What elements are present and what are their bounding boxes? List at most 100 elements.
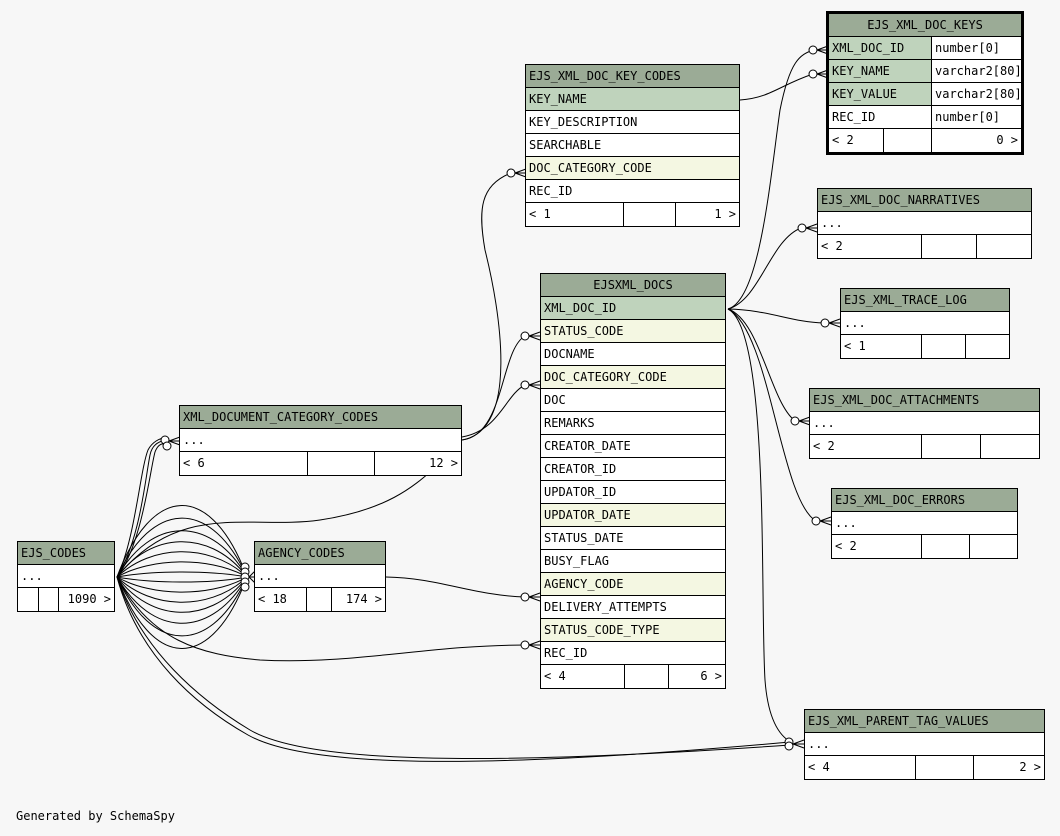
child-count[interactable]: 6 > xyxy=(700,669,722,683)
column-row[interactable]: ... xyxy=(810,412,1039,435)
parent-count[interactable]: < 4 xyxy=(805,756,916,779)
edge-end-circle xyxy=(820,318,830,328)
child-count[interactable]: 0 > xyxy=(996,133,1018,147)
footer-spacer xyxy=(922,535,970,558)
table-agency-codes[interactable]: AGENCY_CODES ... < 18 174 > xyxy=(254,541,386,612)
column-row[interactable]: REC_ID xyxy=(526,180,739,203)
table-ejs-xml-parent-tag-values[interactable]: EJS_XML_PARENT_TAG_VALUES ... < 4 2 > xyxy=(804,709,1045,780)
edge-end-circle xyxy=(520,380,530,390)
table-ejs-xml-doc-attachments[interactable]: EJS_XML_DOC_ATTACHMENTS ... < 2 xyxy=(809,388,1040,459)
edge-codes-to-agency xyxy=(116,571,244,578)
column-row[interactable]: DOC_CATEGORY_CODE xyxy=(541,366,725,389)
parent-count[interactable]: < 1 xyxy=(841,335,922,358)
column-row[interactable]: KEY_DESCRIPTION xyxy=(526,111,739,134)
table-ejs-xml-doc-key-codes[interactable]: EJS_XML_DOC_KEY_CODES KEY_NAME KEY_DESCR… xyxy=(525,64,740,227)
child-count[interactable] xyxy=(966,335,1009,358)
edge-codes-to-agency xyxy=(116,505,244,578)
table-ejs-codes[interactable]: EJS_CODES ... 1090 > xyxy=(17,541,115,612)
parent-count[interactable]: < 6 xyxy=(180,452,308,475)
table-ejs-xml-doc-errors[interactable]: EJS_XML_DOC_ERRORS ... < 2 xyxy=(831,488,1018,559)
column-row[interactable]: DOC xyxy=(541,389,725,412)
table-header[interactable]: EJS_XML_DOC_ERRORS xyxy=(832,489,1017,512)
parent-count[interactable]: < 2 xyxy=(832,535,922,558)
column-row[interactable]: XML_DOC_ID number[0] xyxy=(829,37,1021,60)
edge-end-crowfoot xyxy=(819,516,832,526)
child-count[interactable]: 12 > xyxy=(429,456,458,470)
edge-codes-to-agency xyxy=(116,576,244,613)
column-row[interactable]: DOCNAME xyxy=(541,343,725,366)
column-row[interactable]: STATUS_DATE xyxy=(541,527,725,550)
parent-count[interactable]: < 4 xyxy=(541,665,625,688)
edge-codes-to-category xyxy=(116,439,166,578)
edge-end-circle xyxy=(808,45,818,55)
column-row[interactable]: KEY_VALUE varchar2[80] xyxy=(829,83,1021,106)
column-name: KEY_NAME xyxy=(829,60,932,82)
column-row[interactable]: STATUS_CODE_TYPE xyxy=(541,619,725,642)
table-header[interactable]: AGENCY_CODES xyxy=(255,542,385,565)
edge-codes-to-agency-bundle xyxy=(116,505,256,649)
column-row[interactable]: REMARKS xyxy=(541,412,725,435)
column-row[interactable]: UPDATOR_DATE xyxy=(541,504,725,527)
table-ejs-xml-doc-narratives[interactable]: EJS_XML_DOC_NARRATIVES ... < 2 xyxy=(817,188,1032,259)
edge-end-crowfoot xyxy=(528,592,541,602)
column-row[interactable]: AGENCY_CODE xyxy=(541,573,725,596)
column-row[interactable]: CREATOR_ID xyxy=(541,458,725,481)
column-row[interactable]: ... xyxy=(841,312,1009,335)
child-count[interactable]: 1 > xyxy=(714,207,736,221)
table-header[interactable]: EJS_XML_PARENT_TAG_VALUES xyxy=(805,710,1044,733)
table-footer: < 1 xyxy=(841,335,1009,358)
child-count[interactable]: 174 > xyxy=(345,592,382,606)
column-row[interactable]: ... xyxy=(818,212,1031,235)
column-row[interactable]: REC_ID number[0] xyxy=(829,106,1021,129)
column-row[interactable]: DELIVERY_ATTEMPTS xyxy=(541,596,725,619)
table-header[interactable]: EJS_XML_TRACE_LOG xyxy=(841,289,1009,312)
edge-docs-to-errors xyxy=(727,308,817,522)
parent-count[interactable]: < 2 xyxy=(818,235,922,258)
column-row[interactable]: REC_ID xyxy=(541,642,725,665)
edge-end-circle xyxy=(520,592,530,602)
column-row[interactable]: KEY_NAME varchar2[80] xyxy=(829,60,1021,83)
column-row[interactable]: ... xyxy=(805,733,1044,756)
table-header[interactable]: EJS_XML_DOC_KEY_CODES xyxy=(526,65,739,88)
table-header[interactable]: EJS_XML_DOC_NARRATIVES xyxy=(818,189,1031,212)
table-ejs-xml-doc-keys[interactable]: EJS_XML_DOC_KEYS XML_DOC_ID number[0] KE… xyxy=(826,11,1024,155)
child-count[interactable]: 2 > xyxy=(1019,760,1041,774)
column-row[interactable]: STATUS_CODE xyxy=(541,320,725,343)
edge-category-to-doccat xyxy=(461,384,526,438)
table-header[interactable]: EJS_XML_DOC_KEYS xyxy=(829,14,1021,37)
column-row[interactable]: KEY_NAME xyxy=(526,88,739,111)
column-row[interactable]: SEARCHABLE xyxy=(526,134,739,157)
column-row[interactable]: ... xyxy=(832,512,1017,535)
child-count[interactable] xyxy=(981,435,1039,458)
edge-codes-to-agency xyxy=(116,576,244,637)
edge-agency-to-docs xyxy=(385,576,526,598)
table-ejs-xml-trace-log[interactable]: EJS_XML_TRACE_LOG ... < 1 xyxy=(840,288,1010,359)
column-row[interactable]: ... xyxy=(255,565,385,588)
edge-codes-to-statustype xyxy=(116,576,526,662)
column-row[interactable]: XML_DOC_ID xyxy=(541,297,725,320)
column-row[interactable]: DOC_CATEGORY_CODE xyxy=(526,157,739,180)
table-footer: < 4 6 > xyxy=(541,665,725,688)
child-count[interactable] xyxy=(977,235,1031,258)
column-row[interactable]: ... xyxy=(18,565,114,588)
table-header[interactable]: XML_DOCUMENT_CATEGORY_CODES xyxy=(180,406,461,429)
column-row[interactable]: UPDATOR_ID xyxy=(541,481,725,504)
parent-count[interactable]: < 18 xyxy=(255,588,307,611)
parent-count[interactable] xyxy=(18,588,39,611)
table-xml-document-category-codes[interactable]: XML_DOCUMENT_CATEGORY_CODES ... < 6 12 > xyxy=(179,405,462,476)
parent-count[interactable]: < 2 xyxy=(810,435,922,458)
edge-docs-to-narratives xyxy=(727,227,802,310)
column-row[interactable]: CREATOR_DATE xyxy=(541,435,725,458)
parent-count[interactable]: < 1 xyxy=(526,203,624,226)
column-row[interactable]: BUSY_FLAG xyxy=(541,550,725,573)
parent-count[interactable]: < 2 xyxy=(829,129,884,152)
column-row[interactable]: ... xyxy=(180,429,461,452)
child-count[interactable] xyxy=(970,535,1017,558)
table-header[interactable]: EJS_CODES xyxy=(18,542,114,565)
table-footer: < 2 xyxy=(810,435,1039,458)
table-ejsxml-docs[interactable]: EJSXML_DOCS XML_DOC_ID STATUS_CODE DOCNA… xyxy=(540,273,726,689)
table-footer: < 18 174 > xyxy=(255,588,385,611)
table-header[interactable]: EJS_XML_DOC_ATTACHMENTS xyxy=(810,389,1039,412)
table-header[interactable]: EJSXML_DOCS xyxy=(541,274,725,297)
child-count[interactable]: 1090 > xyxy=(67,592,111,606)
